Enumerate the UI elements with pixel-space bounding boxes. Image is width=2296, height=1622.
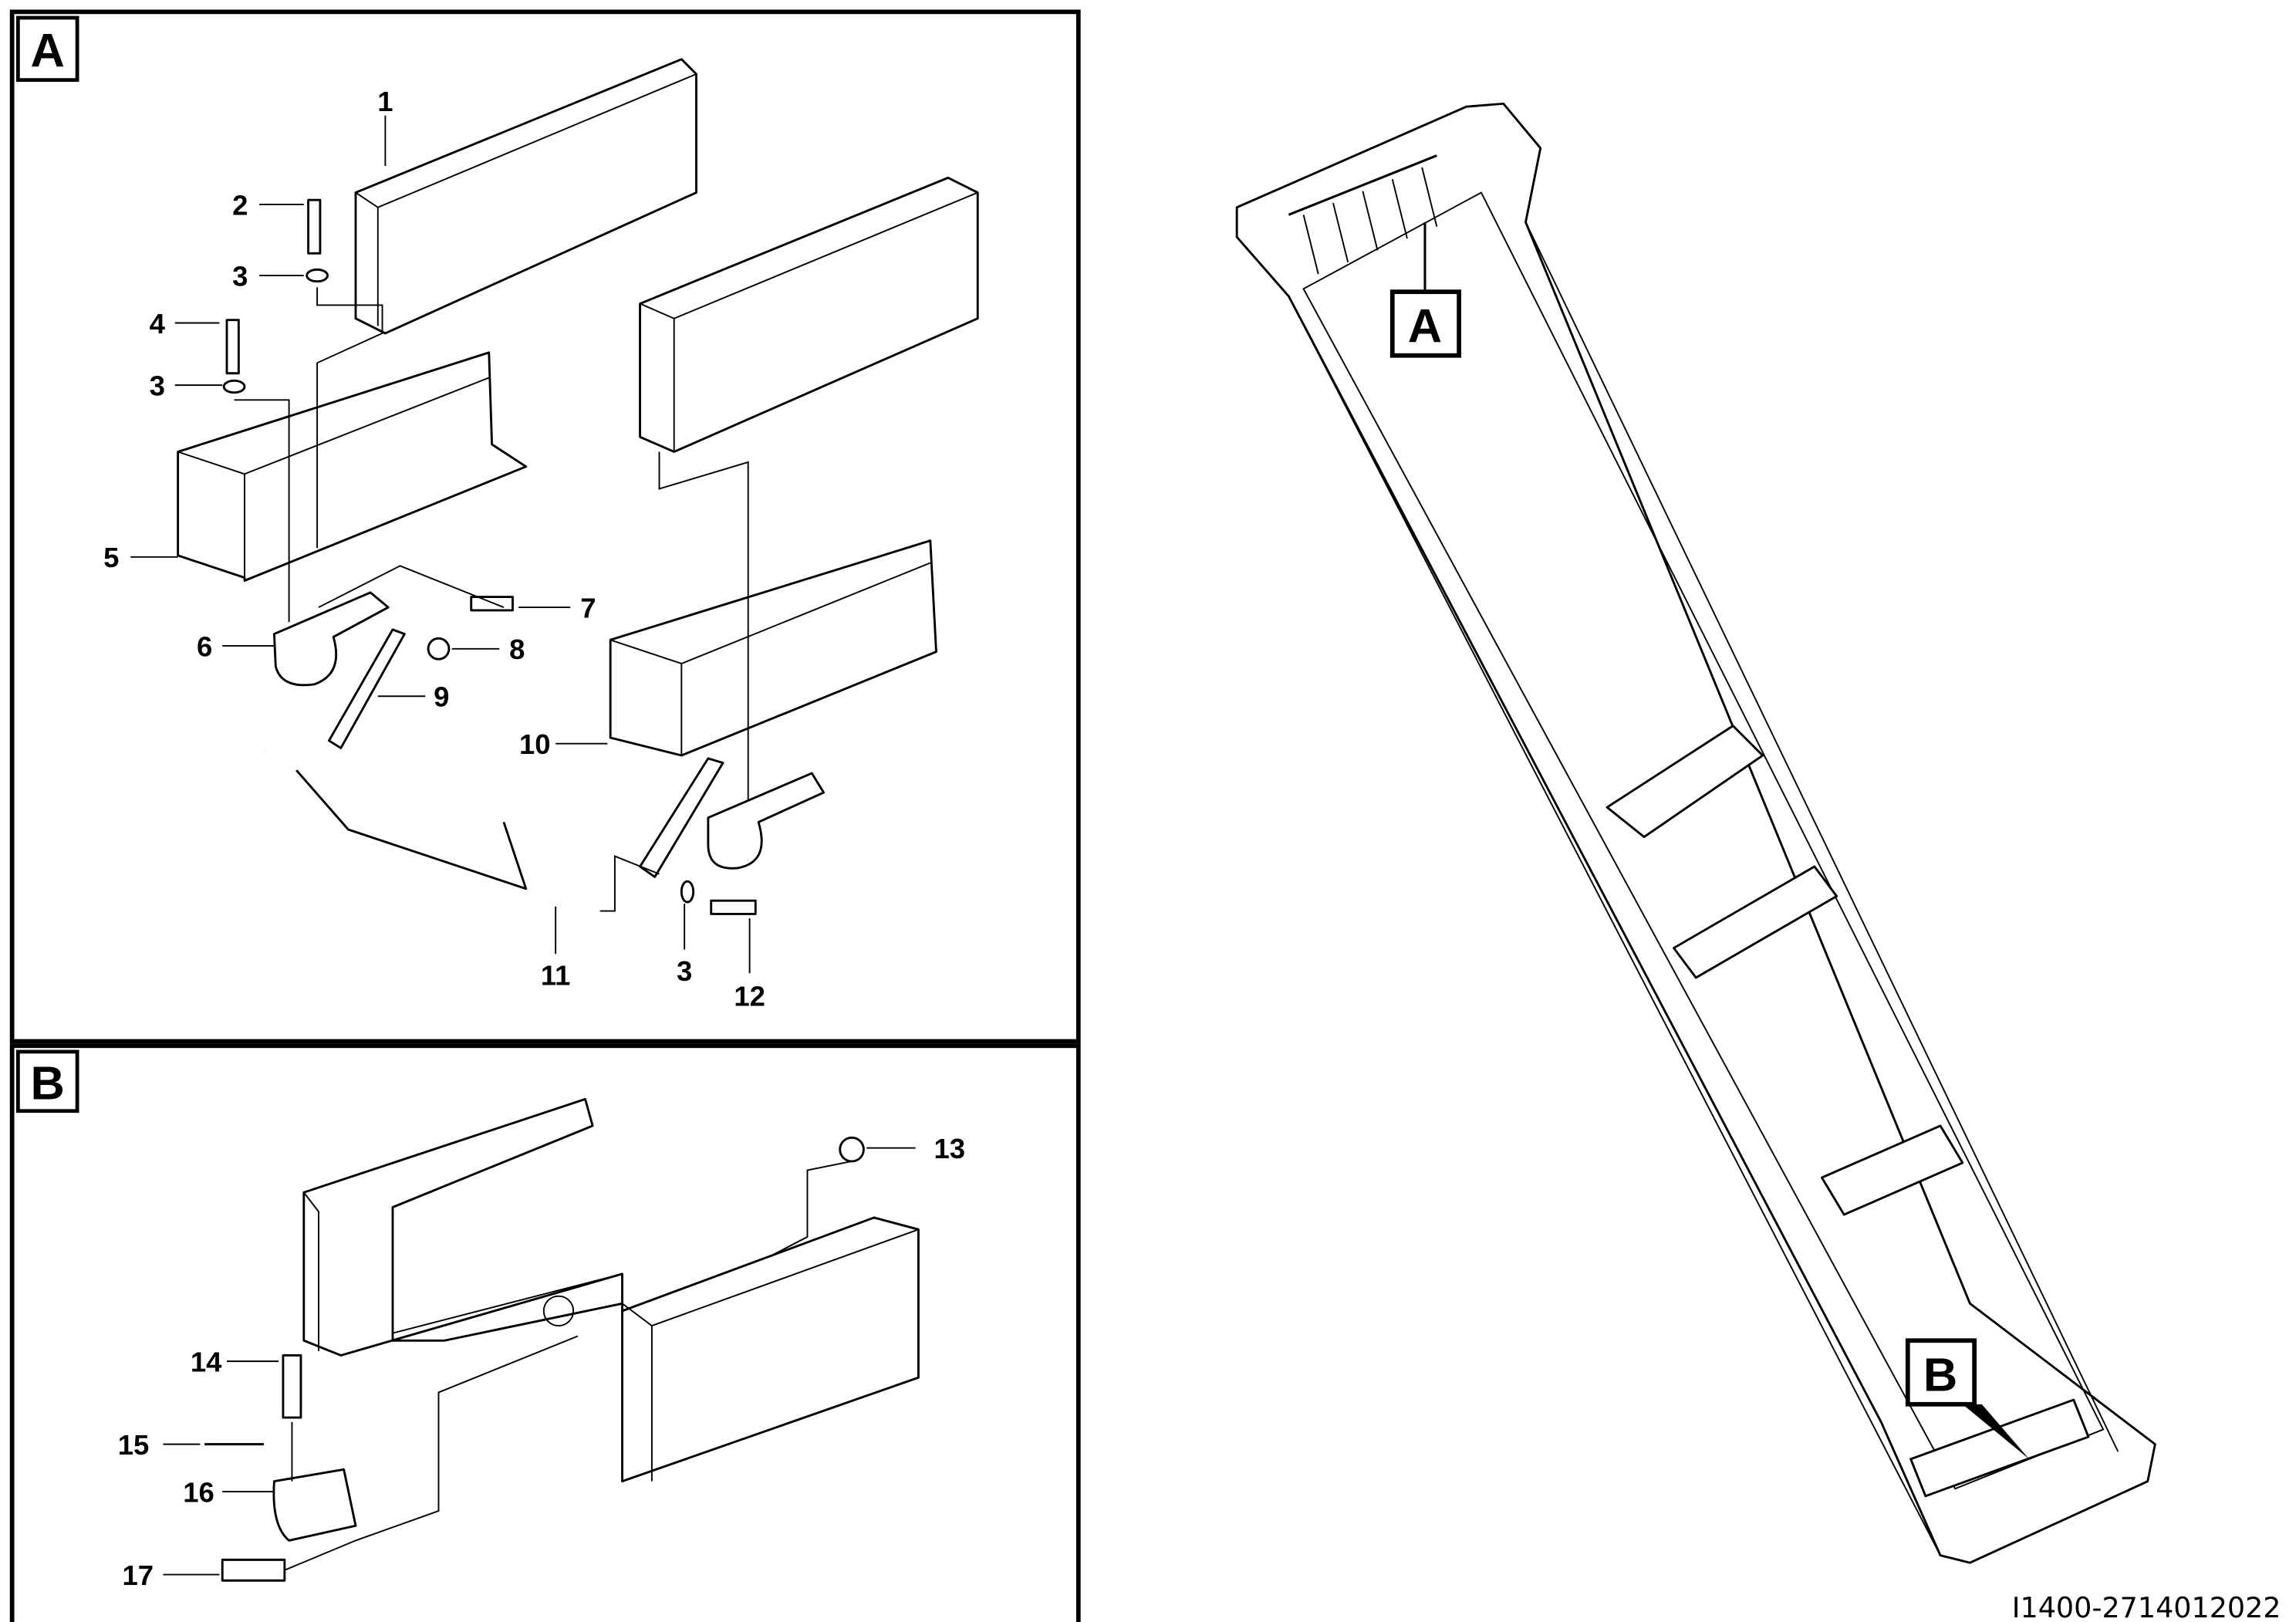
- bolt-part: [225, 319, 240, 375]
- bracket-part: [177, 351, 528, 582]
- link-part: [639, 757, 724, 878]
- callout-3: 3: [232, 260, 248, 292]
- link-part: [328, 628, 406, 749]
- callout-13: 13: [934, 1133, 965, 1164]
- crossmember-part: [302, 1097, 920, 1483]
- panel-b-label: B: [31, 1056, 65, 1110]
- washer-part: [222, 379, 246, 394]
- frame-rail-part: [639, 176, 979, 453]
- bolt-part: [710, 899, 757, 915]
- callout-5: 5: [103, 542, 119, 573]
- nut-part: [427, 637, 451, 661]
- bolt-part: [221, 1558, 286, 1582]
- comb-part: [262, 750, 601, 914]
- panel-b: B 13 14 15 16 17: [9, 1043, 1081, 1622]
- hook-part: [272, 591, 390, 687]
- callout-6: 6: [197, 630, 212, 662]
- bolt-part: [307, 198, 322, 255]
- hook-part: [707, 772, 826, 870]
- callout-7: 7: [580, 592, 596, 623]
- callout-1: 1: [377, 86, 393, 117]
- callout-10: 10: [519, 728, 551, 760]
- callout-16: 16: [183, 1477, 214, 1509]
- overview-marker-b: B: [1923, 1349, 1957, 1402]
- callout-11: 11: [541, 960, 571, 992]
- callout-8: 8: [509, 634, 525, 665]
- callout-3: 3: [677, 955, 692, 987]
- image-id: I1400-2714012022: [2012, 1591, 2281, 1622]
- overview-marker-a: A: [1408, 299, 1442, 353]
- bolt-part: [470, 596, 514, 612]
- callout-14: 14: [191, 1347, 222, 1378]
- nut-part: [839, 1136, 865, 1163]
- bracket-part: [609, 539, 937, 757]
- callout-17: 17: [123, 1559, 154, 1591]
- chassis-overview: A B: [1235, 102, 2156, 1564]
- comb-overview: [1288, 154, 1438, 275]
- callout-2: 2: [232, 189, 248, 221]
- callout-3: 3: [150, 370, 165, 402]
- frame-rail-part: [354, 58, 697, 335]
- callout-12: 12: [734, 980, 765, 1012]
- callout-4: 4: [150, 308, 166, 340]
- callout-15: 15: [118, 1429, 150, 1461]
- pin-part: [282, 1354, 302, 1419]
- washer-part: [680, 880, 695, 904]
- panel-a: A: [9, 9, 1081, 1044]
- panel-a-label: A: [31, 24, 65, 77]
- clevis-part: [272, 1468, 357, 1542]
- washer-part: [306, 268, 329, 283]
- callout-9: 9: [434, 681, 449, 713]
